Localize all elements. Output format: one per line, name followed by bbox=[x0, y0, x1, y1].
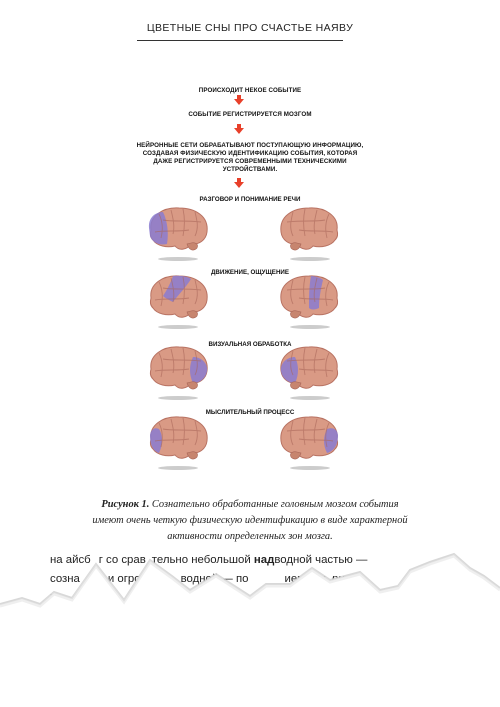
brain-speech-right-icon bbox=[280, 207, 339, 261]
flow-step-register: СОБЫТИЕ РЕГИСТРИРУЕТСЯ МОЗГОМ bbox=[188, 111, 312, 118]
figure-caption-line1: Сознательно обработанные головным мозгом… bbox=[149, 499, 399, 510]
brain-visual-left-icon bbox=[149, 346, 208, 400]
header-divider bbox=[137, 40, 343, 41]
figure-caption-label: Рисунок 1. bbox=[101, 499, 150, 510]
brain-thinking-right-icon bbox=[280, 416, 339, 470]
brain-visual-right-icon bbox=[280, 346, 339, 400]
torn-paper-edge bbox=[0, 552, 500, 707]
page-header-title: ЦВЕТНЫЕ СНЫ ПРО СЧАСТЬЕ НАЯВУ bbox=[146, 22, 354, 34]
section-label-thinking: МЫСЛИТЕЛЬНЫЙ ПРОЦЕСС bbox=[205, 409, 295, 416]
down-arrow-icon bbox=[234, 124, 244, 134]
brain-movement-right-icon bbox=[280, 275, 339, 329]
down-arrow-icon bbox=[234, 178, 244, 188]
body-fragment: созна bbox=[50, 573, 80, 585]
body-fragment: г со срав bbox=[98, 554, 146, 566]
flow-step-neural-line1: НЕЙРОННЫЕ СЕТИ ОБРАБАТЫВАЮТ ПОСТУПАЮЩУЮ … bbox=[136, 142, 364, 149]
brain-speech-left-icon bbox=[148, 207, 208, 261]
flow-step-neural-line4: УСТРОЙСТВАМИ. bbox=[222, 166, 278, 173]
flow-step-neural-line3: ДАЖЕ РЕГИСТРИРУЕТСЯ СОВРЕМЕННЫМИ ТЕХНИЧЕ… bbox=[153, 158, 347, 165]
body-fragment: и огро bbox=[107, 573, 141, 585]
body-text-line1: на айсб г со срав тельно небольшой надводн… bbox=[50, 554, 460, 566]
section-label-speech: РАЗГОВОР И ПОНИМАНИЕ РЕЧИ bbox=[199, 196, 301, 203]
brain-thinking-left-icon bbox=[149, 416, 208, 470]
brain-movement-left-icon bbox=[149, 275, 208, 329]
body-fragment: тельно небольшой bbox=[151, 554, 254, 566]
figure-caption: Рисунок 1. Сознательно обработанные голо… bbox=[60, 497, 440, 545]
down-arrow-icon bbox=[234, 95, 244, 105]
body-fragment: на айсб bbox=[50, 554, 91, 566]
figure-caption-line2: имеют очень четкую физическую идентифика… bbox=[92, 515, 408, 526]
flow-step-event: ПРОИСХОДИТ НЕКОЕ СОБЫТИЕ bbox=[198, 87, 302, 94]
flow-step-neural-line2: СОЗДАВАЯ ФИЗИЧЕСКУЮ ИДЕНТИФИКАЦИЮ СОБЫТИ… bbox=[142, 150, 358, 157]
section-label-movement: ДВИЖЕНИЕ, ОЩУЩЕНИЕ bbox=[211, 269, 289, 276]
body-fragment-bold: над bbox=[253, 554, 275, 566]
figure-caption-line3: активности определенных зон мозга. bbox=[167, 531, 333, 542]
section-label-visual: ВИЗУАЛЬНАЯ ОБРАБОТКА bbox=[208, 341, 292, 348]
body-fragment: водной частью — bbox=[274, 554, 368, 566]
